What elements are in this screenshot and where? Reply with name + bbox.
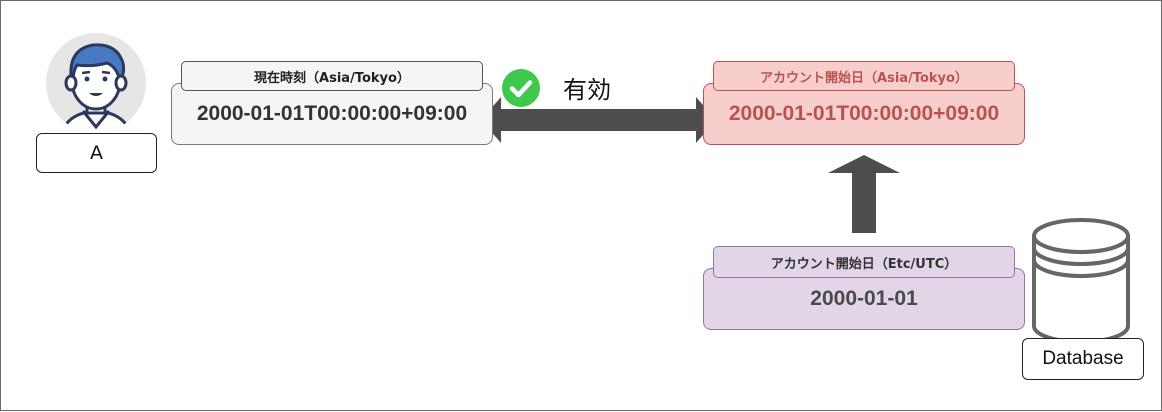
database-label: Database xyxy=(1022,338,1144,380)
check-circle-icon xyxy=(502,69,540,107)
account-start-tokyo-card: 2000-01-01T00:00:00+09:00 アカウント開始日（Asia/… xyxy=(703,61,1025,145)
current-time-card: 2000-01-01T00:00:00+09:00 現在時刻（Asia/Toky… xyxy=(171,61,493,145)
compare-double-arrow xyxy=(481,97,716,143)
user-label: A xyxy=(36,133,157,173)
account-start-utc-title: アカウント開始日（Etc/UTC） xyxy=(713,246,1015,278)
account-start-tokyo-title: アカウント開始日（Asia/Tokyo） xyxy=(713,61,1015,91)
valid-label: 有効 xyxy=(563,76,611,104)
account-start-utc-card: 2000-01-01 アカウント開始日（Etc/UTC） xyxy=(703,246,1025,330)
person-icon xyxy=(46,33,146,133)
user-avatar xyxy=(31,31,161,161)
current-time-value: 2000-01-01T00:00:00+09:00 xyxy=(171,83,493,145)
database-icon xyxy=(1032,218,1130,344)
account-start-tokyo-value: 2000-01-01T00:00:00+09:00 xyxy=(703,83,1025,145)
convert-up-arrow xyxy=(828,155,900,233)
current-time-title: 現在時刻（Asia/Tokyo） xyxy=(181,61,483,91)
